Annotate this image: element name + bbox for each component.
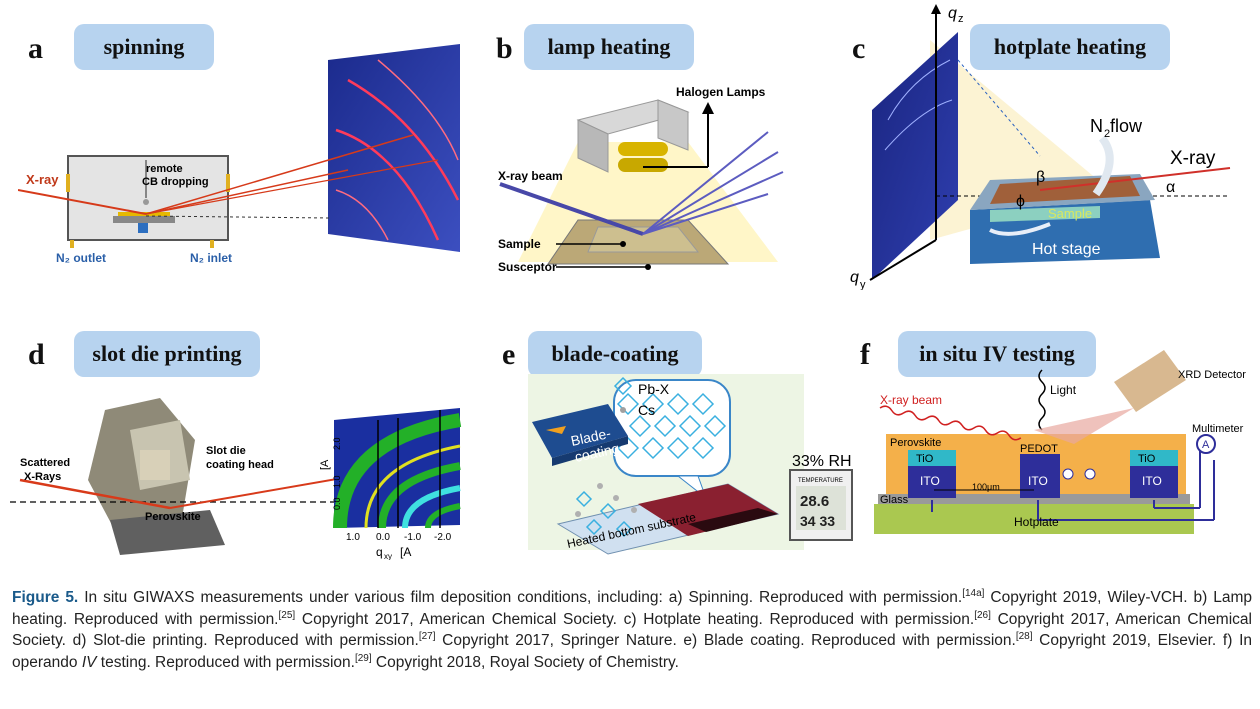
ref-6[interactable]: [29] (354, 652, 372, 664)
tio2-label-left: TiO (916, 453, 934, 465)
caption-text-3: Copyright 2017, American Chemical Societ… (295, 610, 975, 628)
xrays-label: X-Rays (24, 471, 61, 483)
ref-3[interactable]: [26] (974, 609, 991, 621)
n2-outlet-label: N₂ outlet (56, 251, 106, 265)
xrd-detector-label: XRD Detector (1178, 369, 1246, 381)
tick-x-1: 0.0 (376, 532, 390, 543)
panel-a-letter: a (28, 32, 43, 65)
tick-x-3: -2.0 (434, 532, 452, 543)
slot-die-label: Slot die (206, 445, 246, 457)
phi-angle-label: ϕ (1016, 193, 1025, 210)
xray-beam-label: X-ray beam (880, 393, 942, 407)
n2-inlet-label: N₂ inlet (190, 251, 232, 265)
tick-y-2: 2.0 (332, 437, 342, 450)
glass-label: Glass (880, 494, 909, 506)
pedot-label: PEDOT (1020, 443, 1058, 455)
panel-d-diagram: Scattered X-Rays Slot die coating head P… (10, 398, 462, 560)
ref-2[interactable]: [25] (278, 609, 296, 621)
ammeter-label: A (1202, 439, 1210, 451)
n2-flow-text: flow (1110, 116, 1143, 136)
qxy-unit-label: [A (400, 545, 411, 559)
xray-label: X-ray (26, 172, 59, 187)
caption-text-2: Copyright 2019, Wiley-VCH. b) Lamp heati… (12, 589, 1252, 628)
panel-b-letter: b (496, 32, 513, 65)
panel-e-title: blade-coating (528, 331, 702, 377)
panel-f-title: in situ IV testing (898, 331, 1096, 377)
caption-text-8: Copyright 2018, Royal Society of Chemist… (371, 653, 679, 671)
cs-legend-label: Cs (638, 402, 655, 418)
ref-5[interactable]: [28] (1015, 630, 1033, 642)
panel-b-diagram: Halogen Lamps X-ray beam Sample Suscepto… (498, 85, 784, 274)
detector-image (872, 32, 958, 280)
xray-label: X-ray (1170, 148, 1216, 169)
panel-a-diagram: remote CB dropping X-ray N₂ outlet N₂ in… (18, 44, 460, 265)
beta-angle-label: β (1036, 169, 1045, 186)
detector-image (328, 44, 460, 252)
tick-y-0: 0.0 (332, 497, 342, 510)
n2-flow-label: N (1090, 116, 1103, 136)
panel-f-letter: f (860, 338, 870, 371)
panel-c-letter: c (852, 32, 866, 65)
panel-d-title: slot die printing (74, 331, 260, 377)
light-label: Light (1050, 383, 1077, 397)
ito-label-middle: ITO (1028, 474, 1048, 488)
perovskite-label: Perovskite (890, 437, 941, 449)
hot-stage-label: Hot stage (1032, 241, 1101, 258)
ref-1[interactable]: [14a] (962, 587, 985, 599)
panel-c-diagram: q z q y N 2 flow X-ray β α ϕ Sample Hot … (850, 4, 1231, 290)
ammeter-icon (1196, 434, 1216, 454)
tick-x-0: 1.0 (346, 532, 360, 543)
caption-text-1: In situ GIWAXS measurements under variou… (78, 589, 963, 606)
alpha-angle-label: α (1166, 179, 1175, 196)
multimeter-label: Multimeter (1192, 423, 1244, 435)
qxy-axis-subscript: xy (384, 552, 392, 560)
hygrometer-temp-label: TEMPERATURE (798, 478, 843, 484)
hygrometer-reading-1: 28.6 (800, 493, 829, 510)
figure-caption: Figure 5. In situ GIWAXS measurements un… (12, 587, 1252, 673)
coating-head-label: coating head (206, 459, 274, 471)
cb-dropping-label: CB dropping (142, 176, 209, 188)
remote-label: remote (146, 163, 183, 175)
panel-b-title: lamp heating (524, 24, 694, 70)
n2-subscript: 2 (1104, 128, 1110, 140)
caption-text-6: Copyright 2019, Elsevier. f) In operando (12, 632, 1252, 671)
caption-text-5: Copyright 2017, Springer Nature. e) Blad… (435, 632, 1016, 649)
scattered-label: Scattered (20, 457, 70, 469)
qy-axis-label: q (850, 269, 859, 286)
tick-y-1: 1.0 (332, 475, 342, 488)
qy-axis-subscript: y (860, 279, 866, 290)
panel-d-letter: d (28, 338, 45, 371)
susceptor-label: Susceptor (498, 260, 557, 274)
hygrometer-reading-2: 34 33 (800, 513, 835, 529)
xray-beam-label: X-ray beam (498, 169, 563, 183)
halogen-lamps-label: Halogen Lamps (676, 85, 766, 99)
perovskite-label: Perovskite (145, 511, 201, 523)
tio2-label-right: TiO (1138, 453, 1156, 465)
ito-label-left: ITO (920, 474, 940, 488)
caption-iv: IV (81, 653, 97, 671)
gap-label: 100μm (972, 482, 1000, 492)
qz-axis-label: [A (319, 459, 331, 470)
qz-axis-label: q (948, 5, 957, 22)
xrd-detector (1114, 350, 1186, 412)
figure-label: Figure 5. (12, 589, 79, 606)
panel-e-diagram: Pb-X Cs Blade- coating 33% RH Heated bot… (528, 374, 853, 555)
humidity-label: 33% RH (792, 453, 852, 470)
qz-axis-subscript: z (958, 13, 964, 25)
qxy-axis-label: q (376, 545, 383, 559)
sample-label: Sample (498, 237, 541, 251)
tick-x-2: -1.0 (404, 532, 422, 543)
panel-a-title: spinning (74, 24, 214, 70)
pbx-legend-label: Pb-X (638, 381, 670, 397)
ito-label-right: ITO (1142, 474, 1162, 488)
sample-label: Sample (1048, 206, 1092, 221)
blade (532, 404, 628, 458)
panel-c-title: hotplate heating (970, 24, 1170, 70)
panel-f-diagram: X-ray beam Light XRD Detector Multimeter… (874, 350, 1246, 534)
caption-text-4: Copyright 2017, American Chemical Societ… (12, 610, 1252, 650)
hotplate-label: Hotplate (1014, 515, 1059, 529)
caption-text-7: testing. Reproduced with permission. (96, 653, 355, 671)
panel-e-letter: e (502, 338, 516, 371)
ref-4[interactable]: [27] (418, 630, 436, 642)
